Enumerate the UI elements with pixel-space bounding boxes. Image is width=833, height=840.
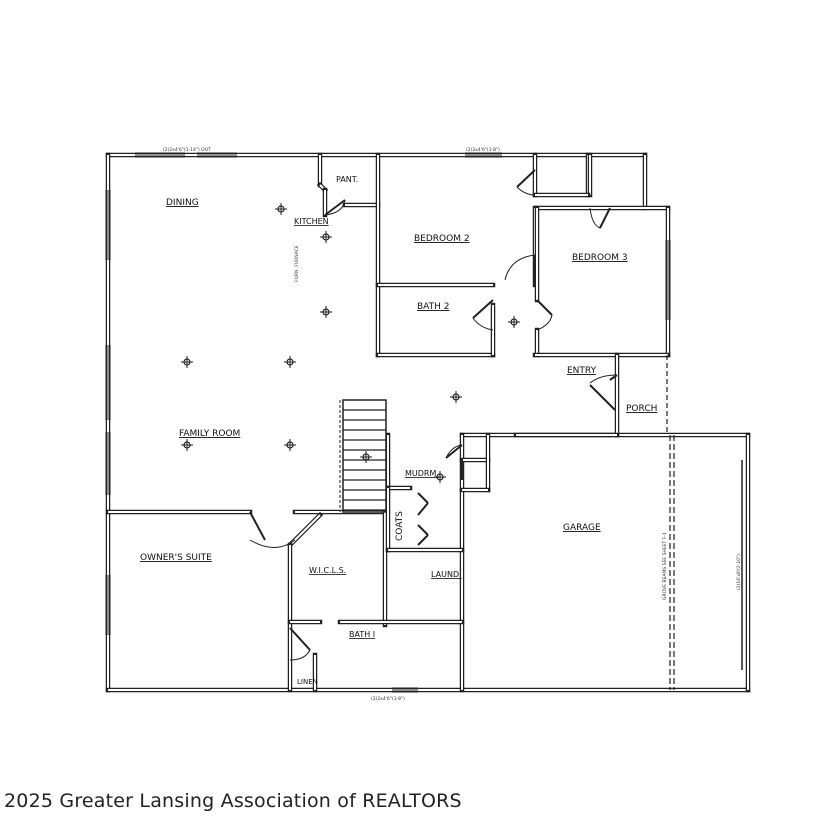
room-label-entry: ENTRY <box>567 366 597 376</box>
ceiling-light-icon <box>275 203 287 215</box>
door-leaf <box>599 207 611 229</box>
staircase <box>339 399 387 513</box>
door-leaf <box>249 511 266 541</box>
room-label-bath-2: BATH 2 <box>417 302 449 312</box>
ceiling-light-icon <box>284 439 296 451</box>
bifold-door <box>417 502 429 516</box>
door-leaf <box>609 374 618 381</box>
room-label-bedroom-3: BEDROOM 3 <box>572 253 628 263</box>
room-label-porch: PORCH <box>626 404 657 414</box>
window-note-top-left: (2)2x4'6"(1-14") OUT <box>163 147 211 153</box>
garage-beam-note: GROVE BEAMS SEE SHEET F-1 <box>662 532 668 600</box>
stair-outline <box>342 399 387 513</box>
window-note-bottom: (2)2x4'6"(1-8") <box>371 696 405 702</box>
bifold-door <box>417 492 429 504</box>
room-label-bedroom-2: BEDROOM 2 <box>414 234 470 244</box>
room-label-linen: LINEN <box>297 678 318 686</box>
ceiling-light-icon <box>320 231 332 243</box>
garage-door-note: (2)16'x8'(2-10") <box>736 554 742 590</box>
room-label-pantry: PANT. <box>336 175 358 184</box>
room-label-laundry: LAUND. <box>431 570 462 579</box>
room-label-owners-suite: OWNER'S SUITE <box>140 553 212 563</box>
room-label-family-room: FAMILY ROOM <box>179 429 240 439</box>
ceiling-light-icon <box>181 356 193 368</box>
room-label-wicls: W.I.C.L.S. <box>309 566 346 575</box>
furnace-note: FURN. FURNACE <box>294 245 300 282</box>
door-leaf <box>324 199 346 216</box>
door-leaf <box>472 299 494 319</box>
ceiling-light-icon <box>320 306 332 318</box>
door-swing-arc <box>324 199 346 216</box>
door-leaf <box>536 299 553 316</box>
ceiling-light-icon <box>360 451 372 463</box>
door-leaf <box>445 444 463 459</box>
ceiling-light-icon <box>181 439 193 451</box>
door-swing-arc <box>472 317 494 331</box>
light-fixtures <box>181 203 520 483</box>
room-label-bath-1: BATH I <box>349 630 375 639</box>
ceiling-light-icon <box>284 356 296 368</box>
door-leaf <box>589 384 616 411</box>
door-leaf <box>289 627 311 651</box>
door-swing-arc <box>589 207 601 229</box>
door-swing-arc <box>504 254 536 281</box>
doors <box>249 169 618 661</box>
ceiling-light-icon <box>434 471 446 483</box>
window-note-top-mid: (2)2x4'6"(1-8") <box>466 147 500 153</box>
door-swing-arc <box>445 444 463 459</box>
door-swing-arc <box>249 539 296 548</box>
copyright-watermark: 2025 Greater Lansing Association of REAL… <box>4 790 462 812</box>
door-swing-arc <box>289 649 311 661</box>
bifold-door <box>417 524 429 536</box>
bifold-door <box>417 534 429 546</box>
room-label-dining: DINING <box>166 198 199 208</box>
door-swing-arc <box>536 314 553 331</box>
room-label-garage: GARAGE <box>563 523 601 533</box>
door-swing-arc <box>589 374 618 384</box>
door-swing-arc <box>516 186 536 196</box>
door-leaf <box>516 169 536 188</box>
ceiling-light-icon <box>508 316 520 328</box>
room-label-kitchen: KITCHEN <box>294 217 329 226</box>
room-label-mudroom: MUDRM. <box>405 469 439 478</box>
room-label-coats: COATS <box>395 511 405 541</box>
walls <box>105 152 751 693</box>
ceiling-light-icon <box>450 391 462 403</box>
